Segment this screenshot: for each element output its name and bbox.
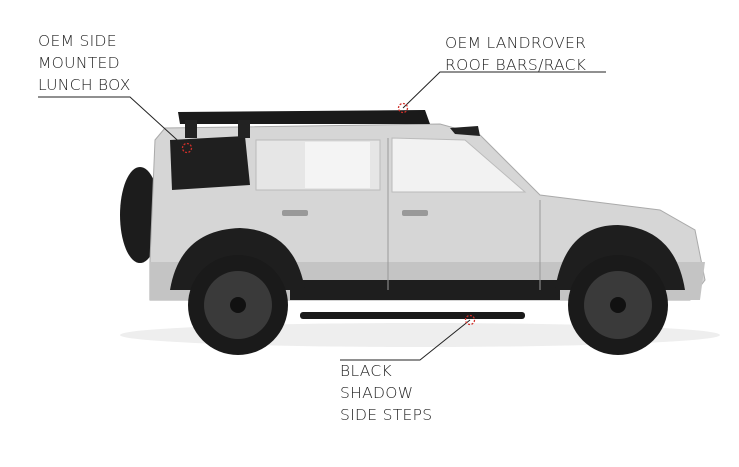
callout-lines [38, 71, 606, 361]
roof-rack [178, 110, 430, 124]
callout-text: MOUNTED [38, 54, 120, 72]
callout-text: LUNCH BOX [38, 76, 131, 94]
front-window [391, 137, 527, 193]
front-wheel [568, 255, 668, 355]
sill-trim [290, 280, 560, 300]
callout-text: OEM LANDROVER [445, 34, 587, 52]
rack-mount [185, 120, 197, 138]
callout-lunch-box: OEM SIDE MOUNTED LUNCH BOX [38, 30, 131, 96]
rear-door-window [305, 142, 370, 188]
callout-text: SHADOW [340, 384, 414, 402]
callout-text: OEM SIDE [38, 32, 117, 50]
rack-mount [238, 120, 250, 138]
callout-text: BLACK [340, 362, 392, 380]
rear-wheel [188, 255, 288, 355]
callout-text: ROOF BARS/RACK [445, 56, 587, 74]
callout-roof-rack: OEM LANDROVER ROOF BARS/RACK [445, 32, 586, 76]
lunch-box [170, 136, 250, 190]
marker-circles [181, 102, 476, 326]
side-step [300, 312, 525, 319]
callout-text: SIDE STEPS [340, 406, 433, 424]
door-handle [282, 210, 308, 216]
roof-antenna [450, 126, 480, 136]
callout-side-steps: BLACK SHADOW SIDE STEPS [340, 360, 432, 426]
spare-tire [120, 167, 160, 263]
door-handle [402, 210, 428, 216]
